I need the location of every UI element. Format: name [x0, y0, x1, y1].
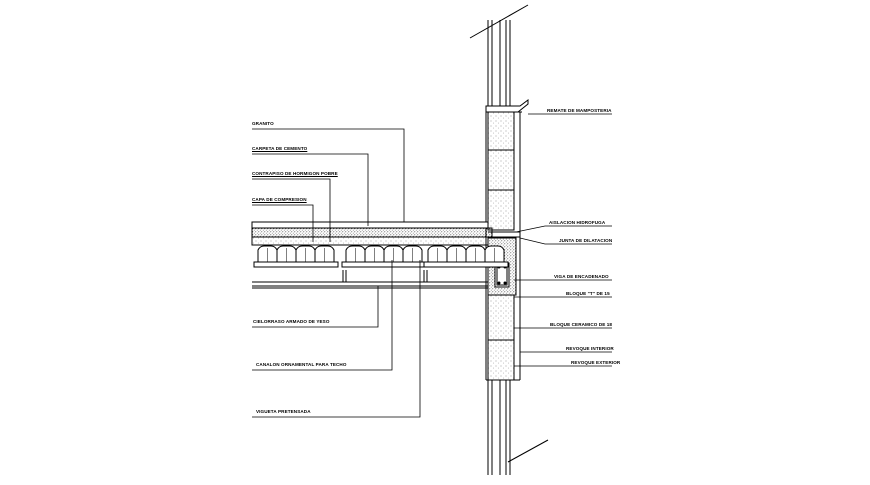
joist-base [341, 261, 427, 268]
masonry-wall [485, 111, 521, 381]
label-aislacion: AISLACION HIDROFUGA [549, 220, 606, 225]
label-bloque-ceramico: BLOQUE CERAMICO DE 18 [550, 322, 613, 327]
right-leader-lines [514, 113, 612, 367]
label-carpeta: CARPETA DE CEMENTO [252, 146, 308, 151]
ceiling-plaster [252, 270, 488, 289]
label-capa-compresion: CAPA DE COMPRESION [252, 197, 307, 202]
label-viga: VIGA DE ENCADENADO [554, 274, 609, 279]
label-junta: JUNTA DE DILATACION [559, 238, 613, 243]
label-contrapiso: CONTRAPISO DE HORMIGON POBRE [252, 171, 338, 176]
label-granito: GRANITO [252, 121, 274, 126]
lower-window-frame [486, 379, 549, 475]
upper-window-frame [469, 4, 529, 110]
label-canalon: CANALON ORNAMENTAL PARA TECHO [256, 362, 347, 367]
left-leader-lines [252, 128, 421, 418]
ceramic-blocks [253, 245, 509, 268]
label-remate: REMATE DE MAMPOSTERIA [547, 108, 612, 113]
label-vigueta: VIGUETA PRETENSADA [256, 409, 311, 414]
floor-slab [251, 221, 520, 246]
label-cielorraso: CIELORRASO ARMADO DE YESO [253, 319, 330, 324]
joist-base [253, 261, 339, 268]
joist-base [423, 261, 509, 268]
label-bloque-t: BLOQUE "T" DE 15 [566, 291, 610, 296]
label-revoque-interior: REVOQUE INTERIOR [566, 346, 614, 351]
label-revoque-exterior: REVOQUE EXTERIOR [571, 360, 621, 365]
